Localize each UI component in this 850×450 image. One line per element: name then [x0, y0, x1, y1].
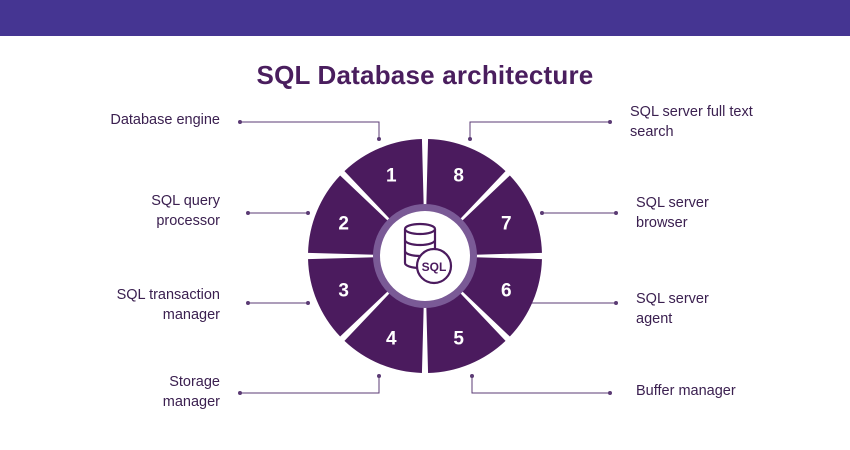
- segment-4: [344, 292, 424, 373]
- connector-dot: [614, 301, 618, 305]
- segment-number-8: 8: [453, 166, 464, 187]
- segment-8: [426, 139, 506, 220]
- label-segment-2: SQL query processor: [60, 191, 220, 231]
- segment-2: [308, 175, 389, 255]
- center-hub: SQL: [373, 204, 477, 308]
- label-line: browser: [636, 215, 688, 231]
- connector-5: [471, 376, 610, 394]
- segment-3: [308, 257, 389, 337]
- connector-dot: [608, 391, 612, 395]
- connector-dot: [540, 211, 544, 215]
- label-line: Buffer manager: [636, 383, 736, 399]
- label-line: Storage: [169, 374, 220, 390]
- segment-number-6: 6: [501, 281, 512, 302]
- label-line: manager: [162, 394, 220, 410]
- label-line: search: [630, 124, 674, 140]
- segment-number-3: 3: [338, 281, 349, 302]
- label-segment-1: Database engine: [60, 110, 220, 130]
- connector-dot: [246, 211, 250, 215]
- segment-number-1: 1: [386, 166, 397, 187]
- label-line: SQL query: [151, 193, 220, 209]
- connector-dot: [608, 120, 612, 124]
- label-line: manager: [162, 307, 220, 323]
- connector-dot: [238, 120, 242, 124]
- connector-dot: [377, 137, 381, 141]
- segment-ring: 1 2 3 4 5 6 7 8: [308, 139, 542, 373]
- label-segment-5: Buffer manager: [636, 381, 796, 401]
- segment-5: [426, 292, 506, 373]
- connector-dot: [306, 301, 310, 305]
- connector-dot: [377, 374, 381, 378]
- segment-number-2: 2: [338, 213, 349, 234]
- connector-8: [469, 121, 610, 139]
- label-line: SQL server: [636, 291, 709, 307]
- label-line: SQL server: [636, 195, 709, 211]
- top-bar: [0, 0, 850, 36]
- label-segment-6: SQL server agent: [636, 289, 796, 329]
- connector-dot: [238, 391, 242, 395]
- sql-badge-text: SQL: [422, 260, 447, 274]
- connector-lines: [238, 120, 618, 395]
- connector-dot: [246, 301, 250, 305]
- segment-number-5: 5: [453, 328, 464, 349]
- label-segment-3: SQL transaction manager: [60, 285, 220, 325]
- label-line: agent: [636, 311, 673, 327]
- sql-badge-icon: [415, 247, 453, 285]
- connector-4: [240, 376, 380, 394]
- label-line: SQL transaction: [116, 287, 220, 303]
- connector-dot: [468, 137, 472, 141]
- label-line: Database engine: [110, 112, 220, 128]
- segment-number-4: 4: [386, 328, 397, 349]
- segment-1: [344, 139, 424, 220]
- segment-number-7: 7: [501, 213, 512, 234]
- label-segment-8: SQL server full text search: [630, 102, 790, 142]
- segment-7: [461, 175, 542, 255]
- segment-6: [461, 257, 542, 337]
- connector-dot: [470, 374, 474, 378]
- connector-dot: [306, 211, 310, 215]
- label-segment-7: SQL server browser: [636, 193, 796, 233]
- page-title: SQL Database architecture: [256, 60, 594, 90]
- connector-1: [240, 121, 380, 139]
- label-segment-4: Storage manager: [60, 372, 220, 412]
- label-line: SQL server full text: [630, 104, 753, 120]
- label-line: processor: [156, 213, 220, 229]
- connector-dot: [614, 211, 618, 215]
